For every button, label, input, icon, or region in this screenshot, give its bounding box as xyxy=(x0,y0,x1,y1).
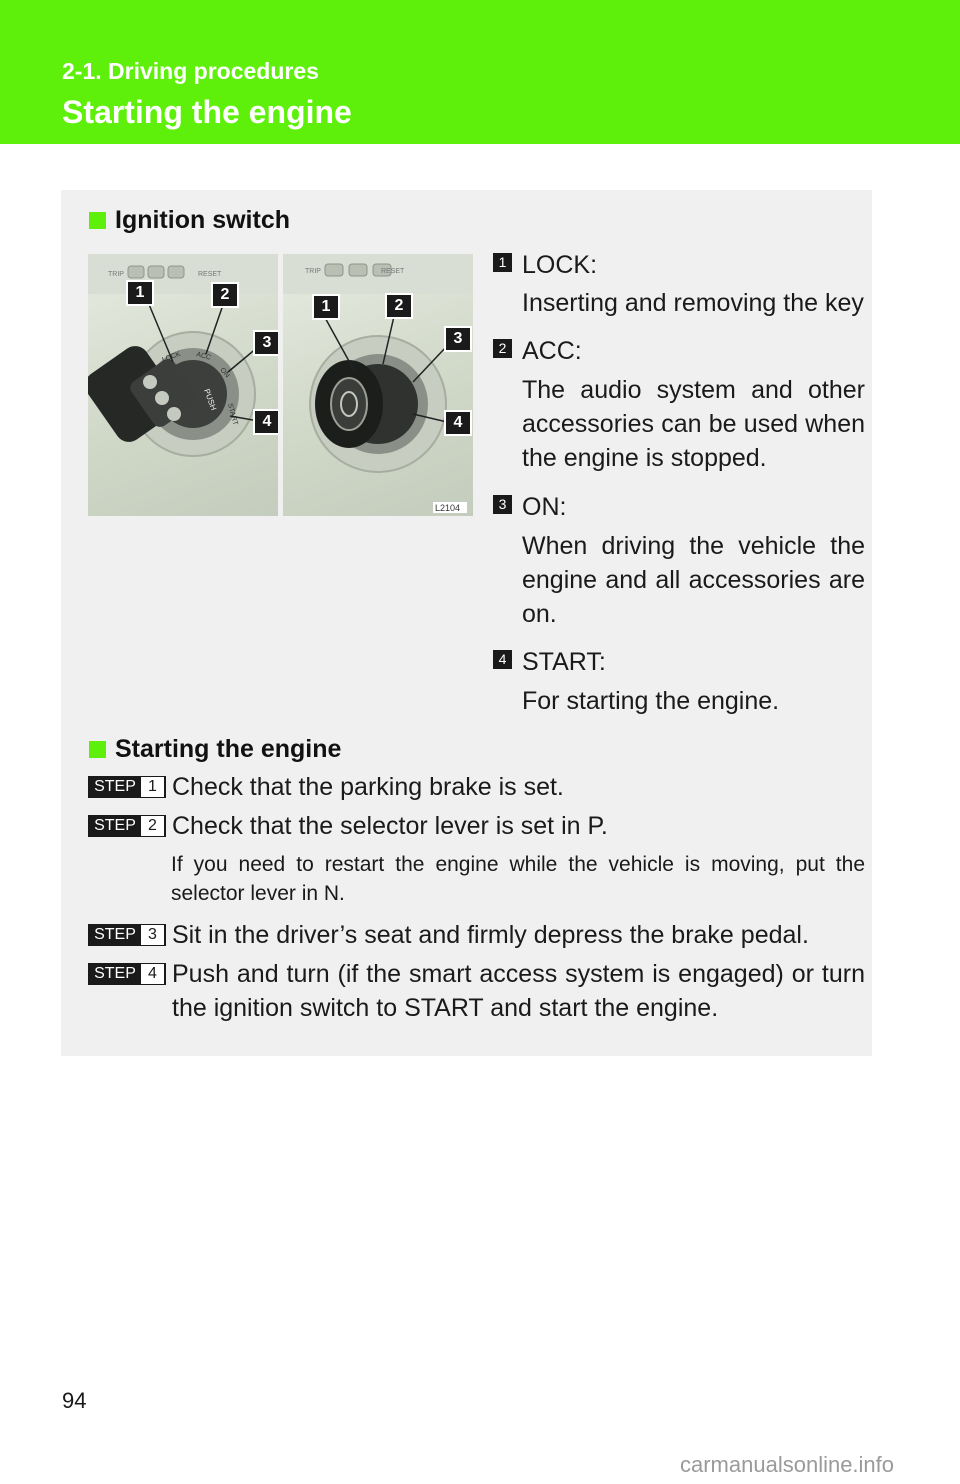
ignition-item-start: 4 START: For starting the engine. xyxy=(493,648,865,728)
item-term: ON: xyxy=(522,493,567,521)
step-number: 3 xyxy=(141,925,164,945)
image-code: L2104 xyxy=(435,503,461,513)
item-term: START: xyxy=(522,648,606,676)
ignition-item-lock: 1 LOCK: Inserting and removing the key xyxy=(493,251,865,331)
photo-right-reset: RESET xyxy=(381,268,405,275)
step-tag: STEP 2 xyxy=(88,815,166,837)
photo-right-trip: TRIP xyxy=(305,268,321,275)
starting-engine-heading-text: Starting the engine xyxy=(115,735,342,763)
watermark: carmanualsonline.info xyxy=(680,1452,895,1477)
step-2-note: If you need to restart the engine while … xyxy=(171,853,865,905)
step-tag: STEP 1 xyxy=(88,776,166,798)
item-number-badge: 3 xyxy=(493,495,512,514)
ignition-photo-key-inserted: TRIP RESET LOCK ACC ON PUSH START 1 2 3 … xyxy=(88,254,278,516)
callout-3-right: 3 xyxy=(444,326,472,352)
step-2: STEP 2 Check that the selector lever is … xyxy=(88,812,865,847)
step-tag: STEP 4 xyxy=(88,963,166,985)
step-text: Check that the parking brake is set. xyxy=(172,773,564,801)
item-number-badge: 1 xyxy=(493,253,512,272)
step-1: STEP 1 Check that the parking brake is s… xyxy=(88,773,865,808)
item-term: LOCK: xyxy=(522,251,598,279)
starting-engine-heading: Starting the engine xyxy=(89,735,341,764)
ignition-item-on: 3 ON: When driving the vehicle the engin… xyxy=(493,493,865,633)
item-description: The audio system and other accessories c… xyxy=(522,376,865,472)
ignition-switch-heading-text: Ignition switch xyxy=(115,206,290,234)
ignition-photo-knob: TRIP RESET 1 2 3 4 L2104 xyxy=(283,254,473,516)
square-bullet-icon xyxy=(89,741,106,758)
header-bar: 2-1. Driving procedures Starting the eng… xyxy=(0,0,960,144)
item-number-badge: 4 xyxy=(493,650,512,669)
callout-1-left: 1 xyxy=(126,280,154,306)
item-description: When driving the vehicle the engine and … xyxy=(522,532,865,628)
page-title: Starting the engine xyxy=(62,94,352,130)
step-4: STEP 4 Push and turn (if the smart acces… xyxy=(88,960,865,1029)
callout-1-right: 1 xyxy=(312,294,340,320)
item-description: For starting the engine. xyxy=(522,687,780,715)
callout-4-right: 4 xyxy=(444,410,472,436)
step-text: Check that the selector lever is set in … xyxy=(172,812,608,840)
step-number: 2 xyxy=(141,816,164,836)
ignition-switch-heading: Ignition switch xyxy=(89,206,290,235)
step-text: Push and turn (if the smart access syste… xyxy=(172,960,865,1022)
ignition-item-acc: 2 ACC: The audio system and other access… xyxy=(493,337,865,477)
step-number: 1 xyxy=(141,777,164,797)
step-3: STEP 3 Sit in the driver’s seat and firm… xyxy=(88,921,865,956)
callout-4-left: 4 xyxy=(253,409,278,435)
square-bullet-icon xyxy=(89,212,106,229)
step-label: STEP xyxy=(94,926,136,943)
item-number-badge: 2 xyxy=(493,339,512,358)
page-number: 94 xyxy=(62,1388,87,1413)
photo-left-reset: RESET xyxy=(198,271,222,278)
step-text: Sit in the driver’s seat and firmly depr… xyxy=(172,921,809,949)
step-label: STEP xyxy=(94,817,136,834)
callout-2-left: 2 xyxy=(211,282,239,308)
callout-2-right: 2 xyxy=(385,293,413,319)
photo-left-trip: TRIP xyxy=(108,271,124,278)
step-label: STEP xyxy=(94,965,136,982)
step-tag: STEP 3 xyxy=(88,924,166,946)
step-label: STEP xyxy=(94,778,136,795)
callout-3-left: 3 xyxy=(253,330,278,356)
step-number: 4 xyxy=(141,964,164,984)
item-description: Inserting and removing the key xyxy=(522,289,864,317)
section-label: 2-1. Driving procedures xyxy=(62,58,319,84)
item-term: ACC: xyxy=(522,337,582,365)
photo-left-acc: ACC xyxy=(195,351,211,362)
